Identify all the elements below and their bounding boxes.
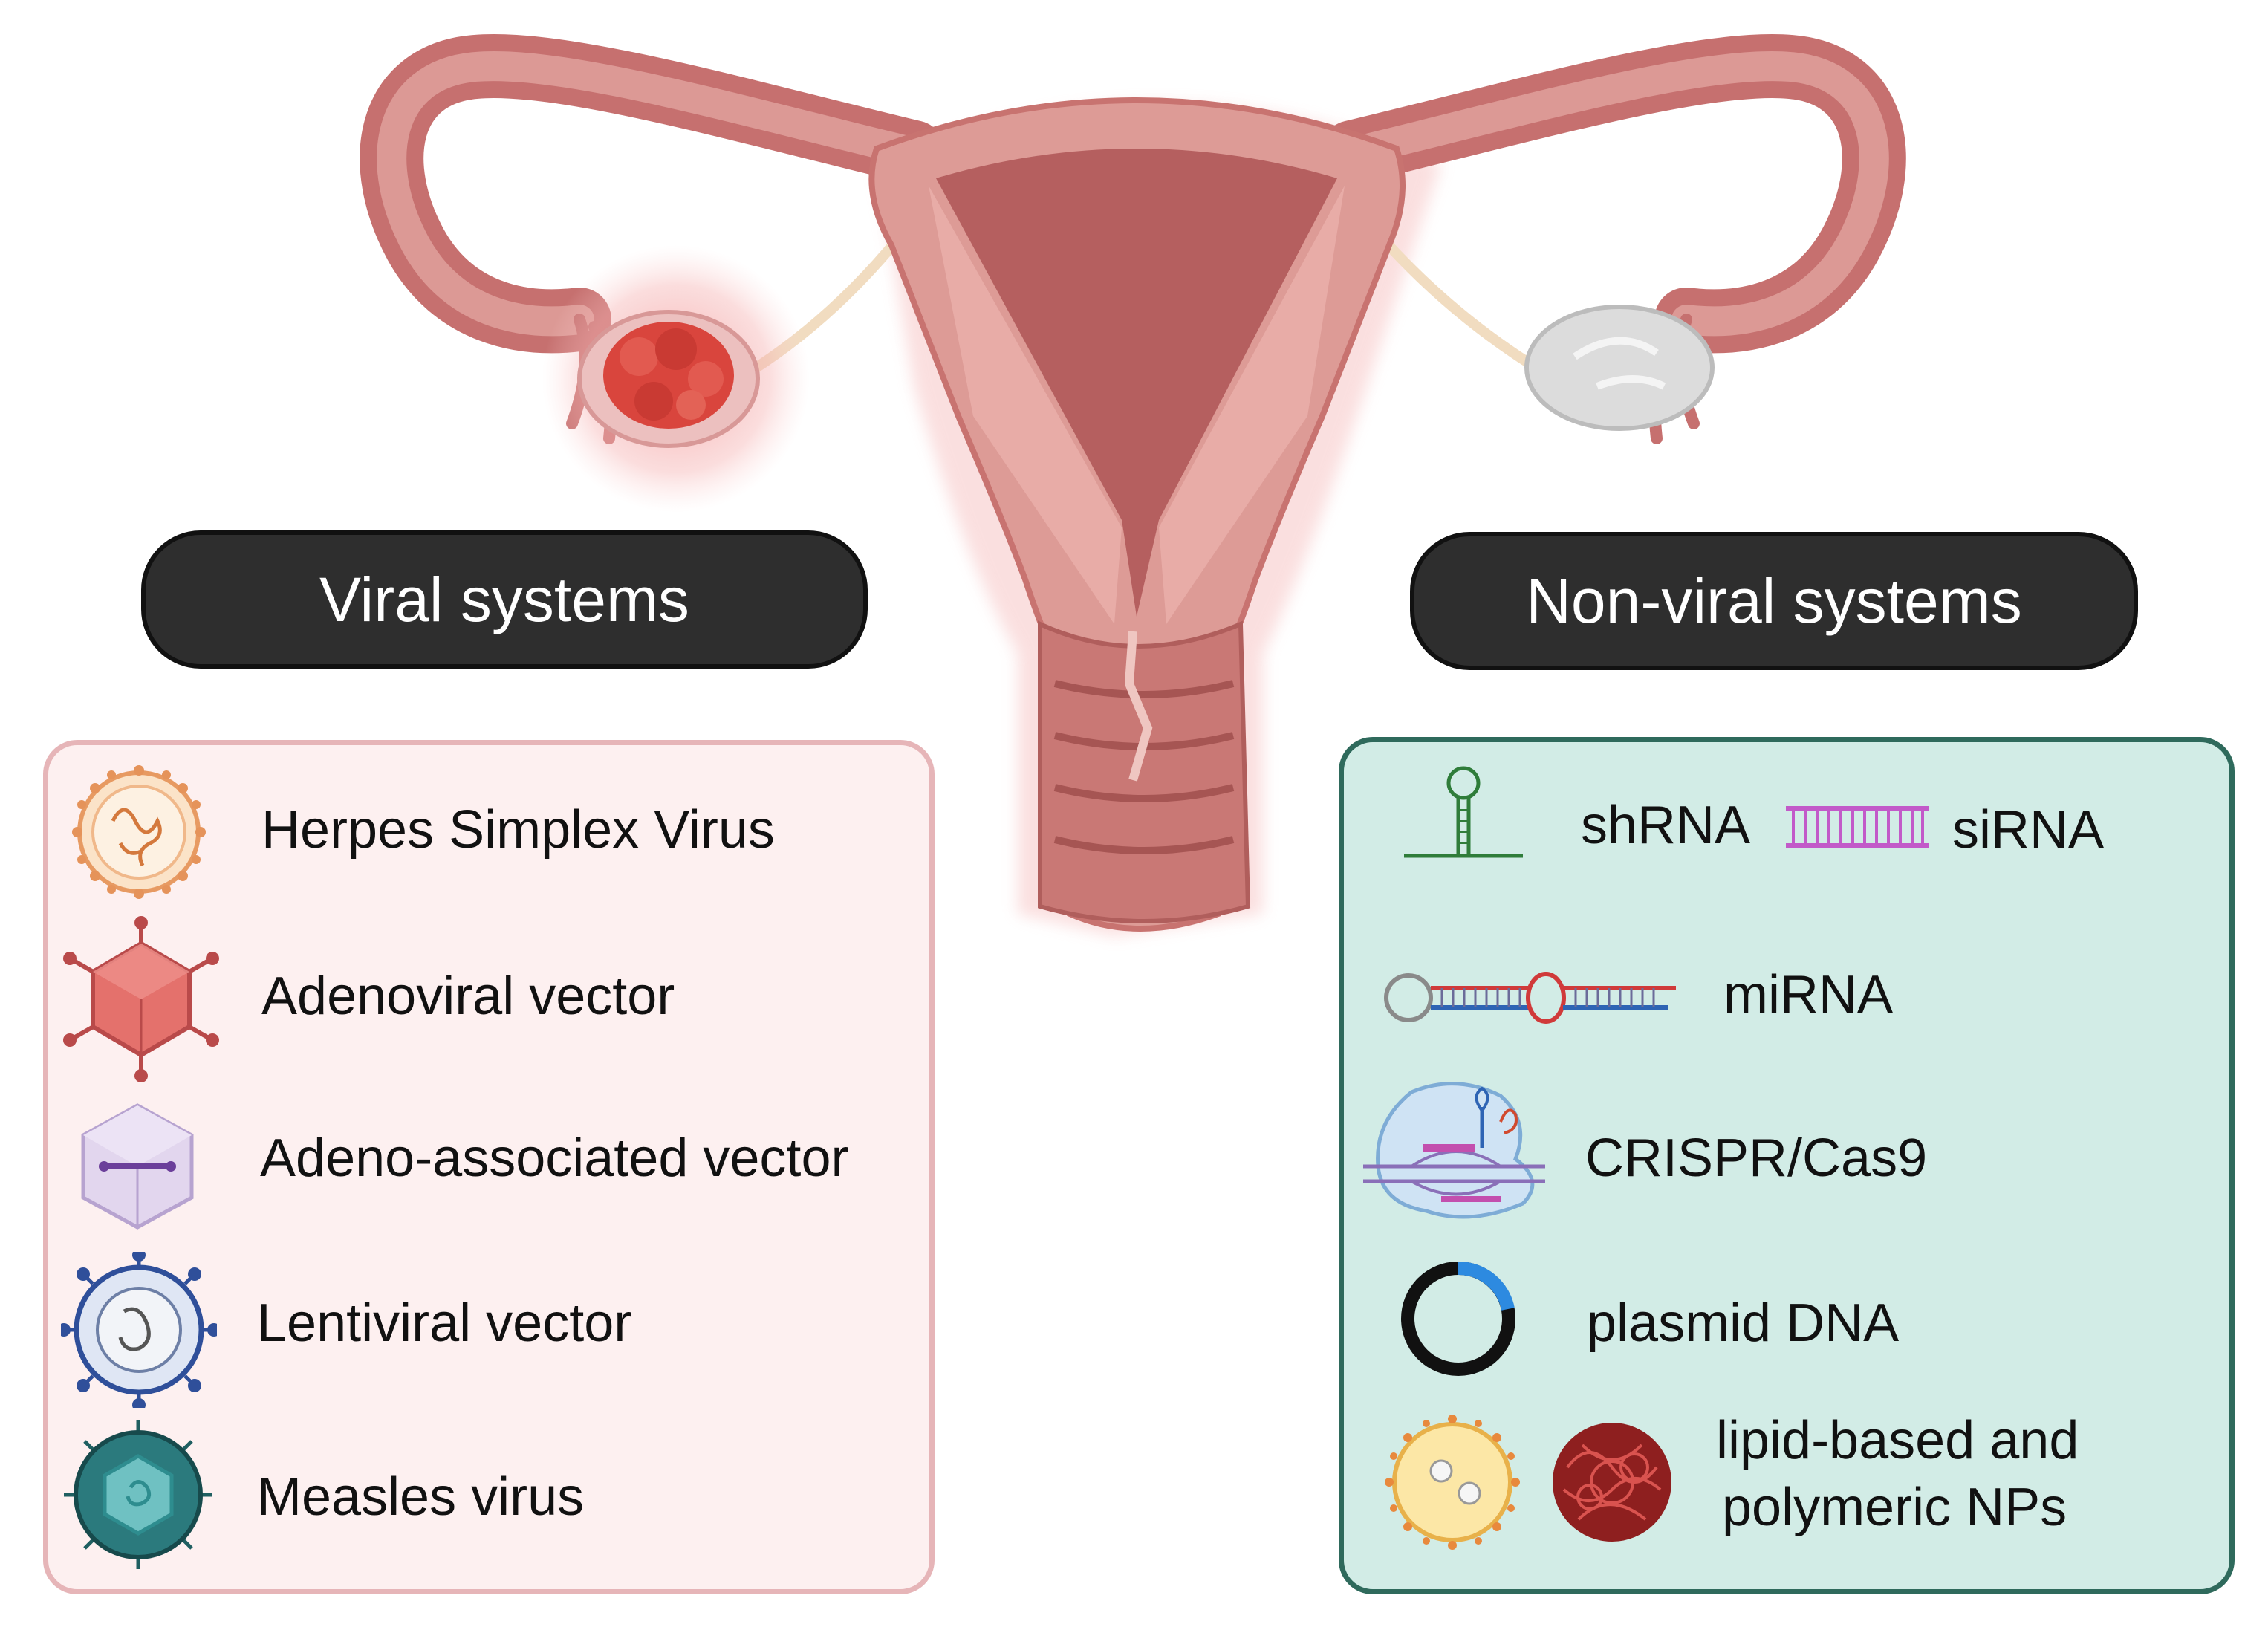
lipid-nanoparticle-icon — [1385, 1415, 1520, 1550]
ovarian-tumor — [603, 322, 734, 429]
adeno-associated-virus-icon — [81, 1103, 194, 1230]
viral-item-label-lentivirus: Lentiviral vector — [257, 1293, 632, 1353]
nanoparticles-label-line2: polymeric NPs — [1722, 1478, 2067, 1537]
shrna-icon — [1404, 766, 1523, 858]
mirna-icon — [1384, 972, 1676, 1024]
adenovirus-icon — [63, 916, 219, 1082]
sirna-label: siRNA — [1952, 800, 2105, 860]
polymeric-nanoparticle-icon — [1553, 1423, 1671, 1542]
viral-item-label-measles: Measles virus — [257, 1467, 585, 1527]
viral-systems-title: Viral systems — [319, 564, 689, 634]
viral-item-label-adenovirus: Adenoviral vector — [261, 967, 675, 1026]
crispr-label: CRISPR/Cas9 — [1585, 1129, 1928, 1188]
sirna-icon — [1786, 806, 1929, 848]
herpes-simplex-virus-icon — [72, 765, 206, 899]
plasmid-dna-icon — [1401, 1261, 1515, 1376]
nonviral-systems-header: Non-viral systems — [1410, 532, 2138, 670]
healthy-ovary — [1524, 305, 1715, 431]
cervix — [1038, 620, 1251, 923]
shrna-label: shRNA — [1581, 796, 1751, 855]
crispr-cas9-icon — [1363, 1082, 1545, 1219]
uterus-illustration — [360, 34, 1906, 936]
plasmid-label: plasmid DNA — [1587, 1293, 1900, 1353]
uterine-cavity — [936, 149, 1337, 617]
mirna-label: miRNA — [1723, 965, 1893, 1025]
viral-item-label-hsv: Herpes Simplex Virus — [261, 800, 775, 860]
viral-item-label-aav: Adeno-associated vector — [260, 1129, 849, 1188]
nanoparticles-label-line1: lipid-based and — [1716, 1411, 2079, 1470]
nonviral-systems-title: Non-viral systems — [1526, 565, 2022, 636]
lentivirus-icon — [61, 1252, 217, 1408]
viral-systems-panel — [43, 740, 935, 1594]
viral-systems-header: Viral systems — [141, 530, 868, 669]
measles-virus-icon — [64, 1420, 212, 1569]
